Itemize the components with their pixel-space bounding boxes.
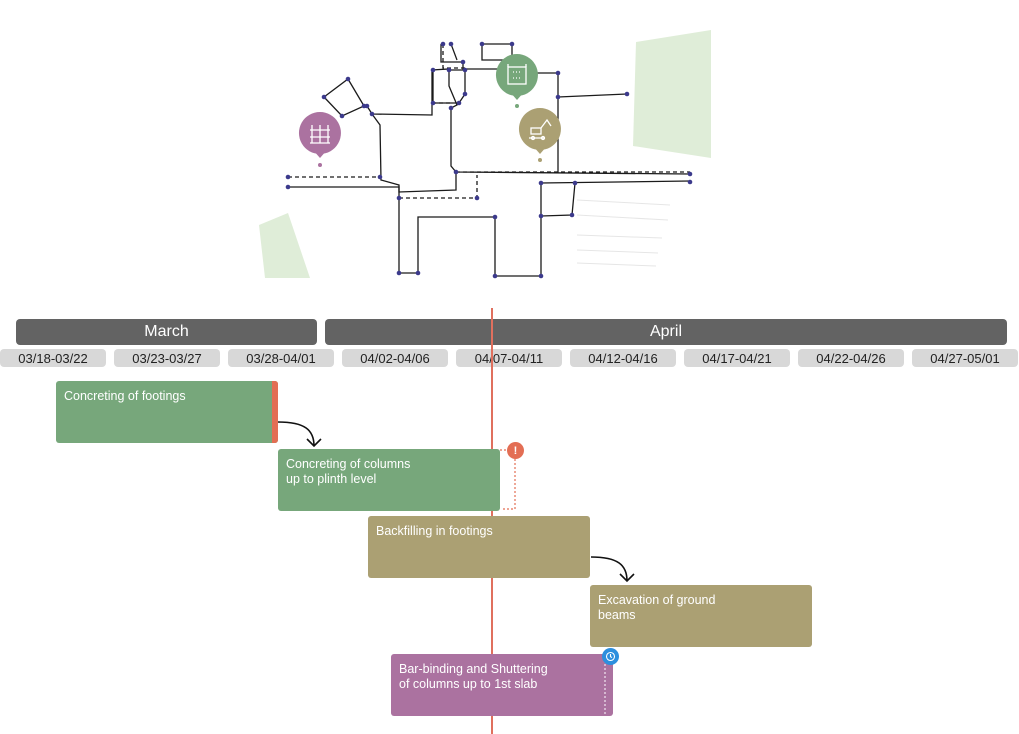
week-cell: 03/18-03/22 <box>0 349 106 367</box>
excavator-icon <box>529 118 552 141</box>
deadline-marker <box>272 381 278 443</box>
excavator-pin[interactable] <box>518 108 561 162</box>
week-cell: 04/27-05/01 <box>912 349 1018 367</box>
clock-icon[interactable] <box>602 648 619 665</box>
dependency-arrow <box>590 556 628 582</box>
arrowhead-icon <box>619 573 635 583</box>
formwork-pin[interactable] <box>495 54 538 108</box>
formwork-icon <box>507 64 527 85</box>
week-cell: 04/22-04/26 <box>798 349 904 367</box>
clock-glyph <box>605 651 616 662</box>
dependency-arrow <box>277 421 315 447</box>
task-bar[interactable]: Excavation of ground beams <box>590 585 812 647</box>
zone-area <box>633 30 711 158</box>
month-april: April <box>325 319 1007 345</box>
task-bar[interactable]: Concreting of footings <box>56 381 278 443</box>
week-cell: 04/17-04/21 <box>684 349 790 367</box>
task-bar[interactable]: Backfilling in footings <box>368 516 590 578</box>
task-label: Excavation of ground beams <box>598 593 716 622</box>
plan-dashed-walls <box>288 44 690 199</box>
task-label: Bar-binding and Shuttering of columns up… <box>399 662 548 691</box>
scaffold-icon <box>310 125 330 144</box>
week-cell: 04/07-04/11 <box>456 349 562 367</box>
plan-nodes <box>285 41 693 279</box>
week-cell: 03/23-03/27 <box>114 349 220 367</box>
scaffold-pin[interactable] <box>298 112 341 167</box>
zone-area <box>259 213 310 278</box>
task-label: Concreting of footings <box>64 389 186 403</box>
task-label: Backfilling in footings <box>376 524 493 538</box>
faint-lines <box>576 199 671 267</box>
task-bar[interactable]: Concreting of columns up to plinth level <box>278 449 500 511</box>
week-cell: 04/02-04/06 <box>342 349 448 367</box>
warning-icon[interactable]: ! <box>507 442 524 459</box>
month-march: March <box>16 319 317 345</box>
site-plan <box>259 30 711 279</box>
week-cell: 03/28-04/01 <box>228 349 334 367</box>
week-cell: 04/12-04/16 <box>570 349 676 367</box>
task-bar[interactable]: Bar-binding and Shuttering of columns up… <box>391 654 613 716</box>
overdue-link <box>500 449 516 510</box>
task-label: Concreting of columns up to plinth level <box>286 457 411 486</box>
arrowhead-icon <box>306 438 322 448</box>
